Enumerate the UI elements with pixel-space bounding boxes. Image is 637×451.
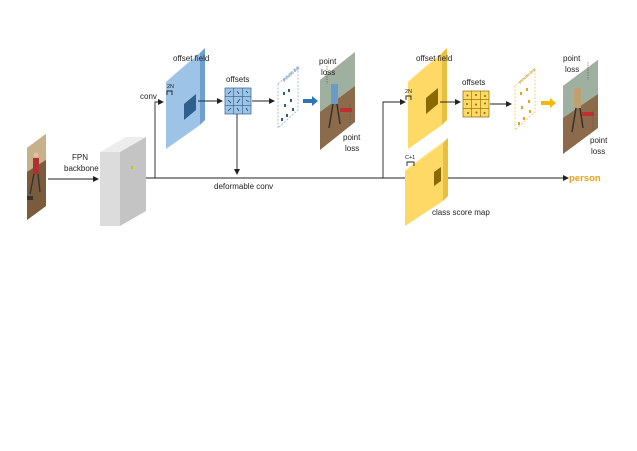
point-loss-mid-left-1: point bbox=[343, 133, 361, 142]
result-photo-blue bbox=[320, 52, 355, 150]
conv-branch bbox=[154, 99, 164, 178]
pseudo-box-icon: pseudo box bbox=[277, 64, 301, 129]
point-loss-top-left-1: point bbox=[319, 57, 337, 66]
point-loss-bot-right-2: loss bbox=[591, 147, 605, 156]
arrow-icon bbox=[541, 98, 556, 108]
channel-bracket-blue bbox=[166, 90, 173, 95]
channel-bracket-class bbox=[406, 161, 415, 166]
offset-field-blue bbox=[166, 48, 205, 149]
arrow-icon bbox=[303, 96, 318, 106]
input-photo-icon bbox=[27, 134, 46, 220]
offset-field-yellow bbox=[408, 48, 447, 149]
point-loss-top-left-2: loss bbox=[321, 68, 335, 77]
offsets-yellow-label: offsets bbox=[462, 78, 485, 87]
output-class-label: person bbox=[569, 173, 601, 184]
conv-label: conv bbox=[140, 92, 157, 101]
backbone-feature-map bbox=[100, 137, 146, 226]
pseudo-box-icon: pseudo box bbox=[514, 66, 537, 131]
point-loss-mid-left-2: loss bbox=[345, 144, 359, 153]
point-loss-bot-right-1: point bbox=[590, 136, 608, 145]
offset-field-blue-label: offset field bbox=[173, 54, 209, 63]
fpn-label-line1: FPN bbox=[72, 153, 88, 162]
offset-field-yellow-label: offset field bbox=[416, 54, 452, 63]
class-score-map bbox=[405, 138, 448, 226]
channel-bracket-yellow bbox=[405, 95, 412, 100]
head-branch bbox=[382, 99, 406, 178]
class-score-map-label: class score map bbox=[432, 208, 490, 217]
result-photo-yellow bbox=[563, 60, 598, 154]
channels-c1: C+1 bbox=[405, 155, 415, 161]
channels-2n-yellow: 2N bbox=[405, 89, 412, 95]
offset-grid-icon bbox=[462, 90, 490, 118]
deformable-conv-label: deformable conv bbox=[214, 182, 273, 191]
channels-2n-blue: 2N bbox=[167, 84, 174, 90]
fpn-label-line2: backbone bbox=[64, 164, 99, 173]
offsets-blue-label: offsets bbox=[226, 75, 249, 84]
point-loss-top-right-1: point bbox=[563, 54, 581, 63]
offset-grid-icon bbox=[224, 87, 252, 115]
point-loss-top-right-2: loss bbox=[565, 65, 579, 74]
